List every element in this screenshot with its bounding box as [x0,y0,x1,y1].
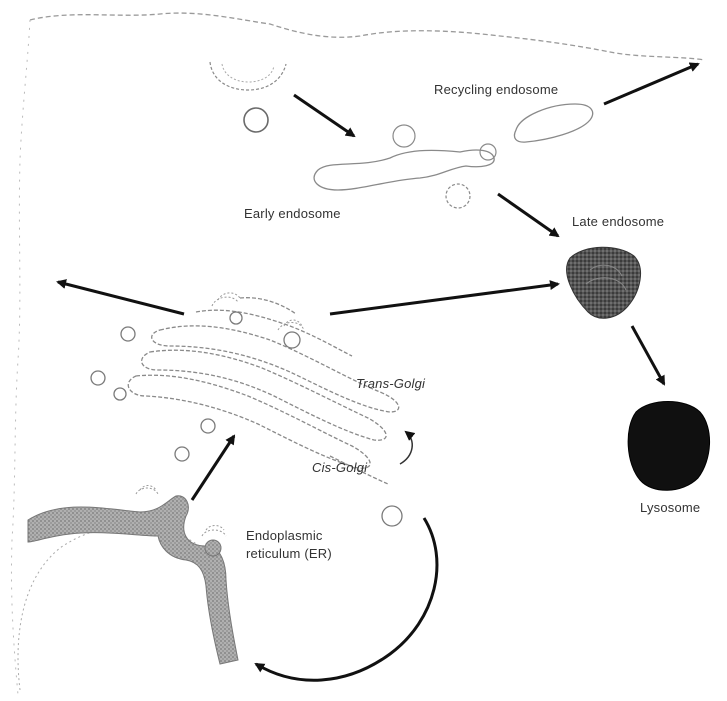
arrow-membrane-to-early-endosome [294,95,354,136]
small-return-arrow [400,432,412,464]
arrow-golgi-to-late-endosome [330,284,558,314]
er-exit-site [205,540,221,556]
endocytic-pit-inner [222,64,274,82]
label-cis-golgi: Cis-Golgi [312,460,367,475]
early-endosome-bud-3 [446,184,470,208]
label-late-endosome: Late endosome [572,214,664,229]
label-lysosome: Lysosome [640,500,700,515]
recycling-endosome [514,104,592,142]
label-er-line-1: Endoplasmic [246,528,323,543]
pathway-arrows [58,64,698,680]
label-trans-golgi: Trans-Golgi [356,376,425,391]
label-early-endosome: Early endosome [244,206,341,221]
arrow-golgi-to-plasma-membrane [58,282,184,314]
lysosome [628,402,709,491]
arrow-early-to-late-endosome [498,194,558,236]
endocytic-vesicle [244,108,268,132]
early-endosome [314,150,494,190]
early-endosome-bud-1 [393,125,415,147]
endoplasmic-reticulum [28,496,238,664]
arrow-er-to-golgi [192,436,234,500]
label-er-line-2: reticulum (ER) [246,546,332,561]
plasma-membrane [30,13,705,60]
late-endosome [567,247,641,318]
plasma-membrane-left [11,20,30,695]
arrow-recycling-to-membrane [604,64,698,104]
label-recycling-endosome: Recycling endosome [434,82,558,97]
arrow-late-endosome-to-lysosome [632,326,664,384]
endocytic-pit [210,62,286,90]
